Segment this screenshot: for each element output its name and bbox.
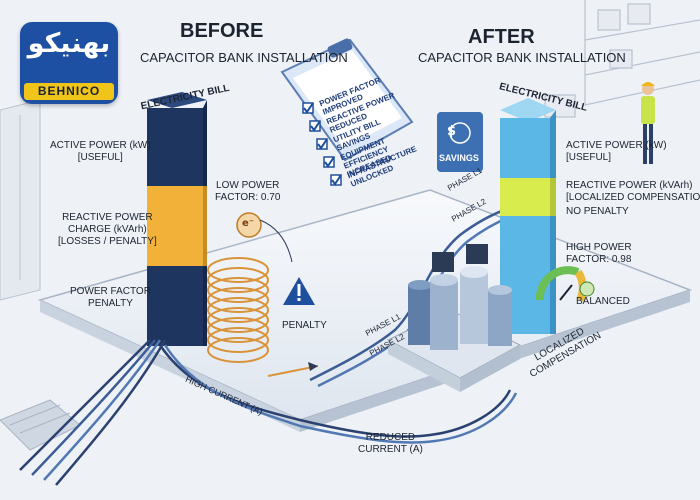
high-pf-line2: FACTOR: 0.98	[566, 254, 632, 265]
before-reactive-line1: REACTIVE POWER	[62, 212, 153, 223]
warning-icon	[283, 277, 315, 305]
after-active-line2: [USEFUL]	[566, 152, 612, 163]
before-pf-line2: PENALTY	[88, 298, 133, 309]
background-pallet	[0, 399, 81, 451]
inductor-coil	[207, 257, 269, 363]
after-active-line1: ACTIVE POWER (kW)	[566, 140, 667, 151]
after-heading: AFTER	[468, 26, 535, 48]
before-active-power-line2: [USEFUL]	[77, 152, 123, 163]
after-subheading: CAPACITOR BANK INSTALLATION	[418, 50, 626, 65]
cables-before	[19, 339, 167, 486]
low-power-factor: LOW POWER FACTOR: 0.70	[215, 180, 280, 204]
clipboard	[280, 38, 414, 186]
dollar-icon: $	[447, 124, 457, 139]
before-pf-penalty: POWER FACTOR PENALTY	[70, 286, 151, 310]
balance-gauge	[535, 266, 595, 302]
no-penalty-label: NO PENALTY	[566, 206, 629, 217]
after-active-power: ACTIVE POWER (kW) [USEFUL]	[566, 140, 667, 164]
low-pf-line1: LOW POWER	[216, 180, 280, 191]
after-reactive-line1: REACTIVE POWER (kVArh)	[566, 180, 693, 191]
before-active-power-line1: ACTIVE POWER (kW)	[50, 140, 151, 151]
before-reactive-line3: [LOSSES / PENALTY]	[58, 236, 157, 247]
after-reactive-line2: [LOCALIZED COMPENSATION]	[566, 192, 700, 203]
before-active-power: ACTIVE POWER (kW) [USEFUL]	[50, 140, 151, 164]
before-subheading: CAPACITOR BANK INSTALLATION	[140, 50, 348, 65]
before-heading: BEFORE	[180, 20, 264, 42]
after-reactive-power: REACTIVE POWER (kVArh) [LOCALIZED COMPEN…	[566, 180, 700, 204]
electron-symbol	[236, 212, 262, 238]
logo-persian-text: بهنیکو	[27, 28, 111, 59]
current-arrow	[308, 362, 318, 371]
low-pf-line2: FACTOR: 0.70	[215, 192, 281, 203]
before-reactive-line2: CHARGE (kVArh)	[68, 224, 147, 235]
balanced-label: BALANCED	[576, 296, 630, 307]
high-power-factor: HIGH POWER FACTOR: 0.98	[566, 242, 632, 266]
savings-icon	[437, 112, 483, 172]
electron-arrow	[259, 219, 293, 263]
before-reactive-power: REACTIVE POWER CHARGE (kVArh) [LOSSES / …	[58, 212, 157, 248]
high-pf-line1: HIGH POWER	[566, 242, 632, 253]
logo-latin-text: BEHNICO	[24, 83, 114, 100]
before-pf-line1: POWER FACTOR	[70, 286, 151, 297]
capacitor-bank	[386, 244, 522, 392]
reduced-current-line1: REDUCED	[365, 432, 416, 443]
reduced-current: REDUCED CURRENT (A)	[358, 432, 423, 456]
background-cabinet	[0, 99, 41, 301]
reduced-current-line2: CURRENT (A)	[358, 444, 423, 455]
electron-text: e⁻	[242, 218, 255, 229]
penalty-label: PENALTY	[282, 320, 327, 331]
worker-figure	[641, 82, 655, 164]
savings-label: SAVINGS	[439, 153, 479, 163]
before-bill-column	[147, 92, 207, 346]
behnico-logo: بهنیکو BEHNICO	[20, 22, 118, 104]
